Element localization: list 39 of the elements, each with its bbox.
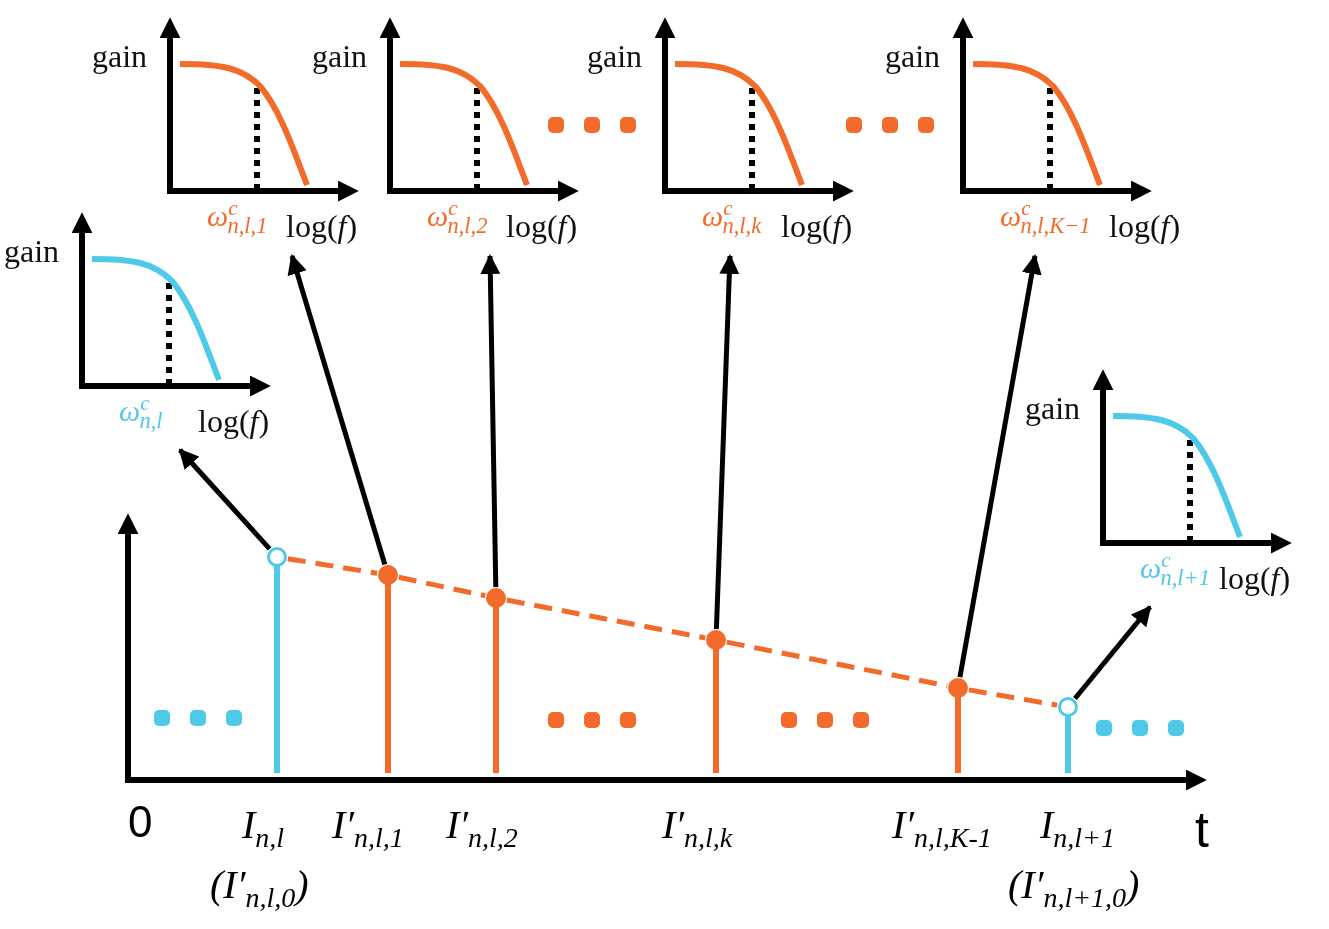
- axis-label: log(f): [198, 405, 270, 437]
- stem-point-marker: [1058, 697, 1078, 773]
- axis-tick-label: (I′$_{n,l,0}$): [210, 865, 309, 912]
- axis-label: log(f): [1109, 210, 1181, 242]
- axis-label: gain: [1025, 392, 1081, 424]
- stem-point-marker: [706, 630, 726, 773]
- axis-label: gain: [885, 40, 941, 72]
- dashed-line: [287, 556, 378, 576]
- arrow: [480, 254, 501, 588]
- axis-tick-label: 0: [128, 800, 153, 844]
- axis-tick-label: I′$_{n,l,k}$: [662, 805, 733, 852]
- axis-label: gain: [312, 40, 368, 72]
- arrow: [287, 254, 388, 566]
- dashed-line: [726, 639, 948, 689]
- axis-tick-label: I′$_{n,l,1}$: [332, 805, 404, 852]
- dashed-line: [506, 597, 706, 641]
- dashed-line: [398, 574, 486, 599]
- axis-label: gain: [4, 235, 60, 267]
- stem-point-marker: [267, 547, 287, 773]
- axis-label: log(f): [506, 210, 578, 242]
- arrow: [1073, 605, 1152, 701]
- arrow: [178, 448, 272, 551]
- axis-label: log(f): [781, 210, 853, 242]
- dashed-line: [968, 687, 1058, 708]
- axis-tick-label: I′$_{n,l,2}$: [446, 805, 518, 852]
- axis-tick-label: (I′$_{n,l+1,0}$): [1008, 865, 1140, 912]
- stem-point-marker: [378, 565, 398, 773]
- axis-tick-label: I$_{n,l+1}$: [1040, 805, 1115, 852]
- axis-label: log(f): [1219, 562, 1291, 594]
- axis-tick-label: I′$_{n,l,K-1}$: [892, 805, 992, 852]
- axis-label: gain: [587, 40, 643, 72]
- stem-point-marker: [948, 678, 968, 773]
- axis-tick-label: t: [1195, 805, 1209, 855]
- axis-label: log(f): [286, 210, 358, 242]
- arrow: [957, 254, 1042, 678]
- axis-tick-label: I$_{n,l}$: [242, 805, 285, 852]
- axis-label: gain: [92, 40, 148, 72]
- arrow: [713, 254, 740, 630]
- stem-point-marker: [486, 588, 506, 773]
